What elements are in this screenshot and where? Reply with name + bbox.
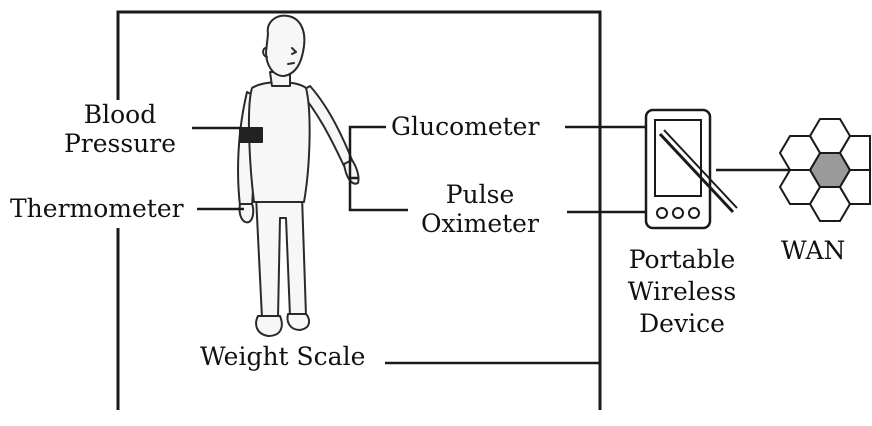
portable-wireless-device-label: Portable Wireless Device — [612, 244, 752, 340]
pulse-oximeter-label: Pulse Oximeter — [410, 180, 550, 238]
hexagon-network-icon — [778, 118, 871, 222]
blood-pressure-line1: Blood — [83, 100, 157, 129]
pulse-oximeter-line1: Pulse — [445, 180, 515, 209]
blood-pressure-label: Blood Pressure — [62, 100, 178, 158]
wan-label: WAN — [781, 236, 846, 265]
portable-line2: Wireless — [627, 277, 737, 306]
weight-scale-label: Weight Scale — [200, 342, 366, 371]
portable-line1: Portable — [628, 245, 736, 274]
finger-bracket — [348, 125, 408, 212]
enclosure-gap — [110, 100, 126, 228]
pda-device-icon — [644, 108, 738, 230]
glucometer-label: Glucometer — [391, 112, 540, 141]
connector-lines — [192, 125, 798, 365]
person-figure-icon — [237, 14, 360, 337]
blood-pressure-line2: Pressure — [63, 129, 177, 158]
thermometer-label: Thermometer — [10, 194, 184, 223]
pulse-oximeter-line2: Oximeter — [421, 209, 539, 238]
portable-line3: Device — [639, 309, 725, 338]
